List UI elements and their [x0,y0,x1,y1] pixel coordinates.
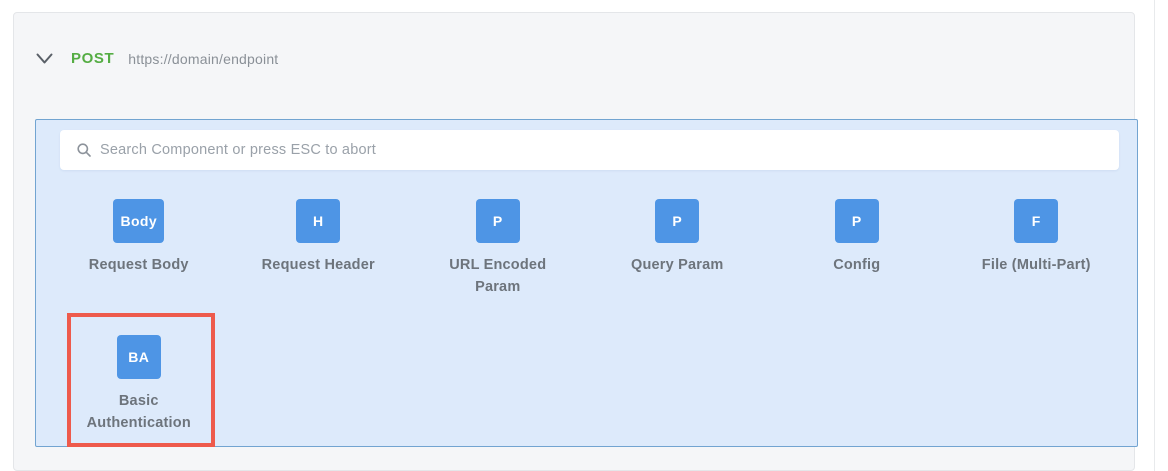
component-request-header[interactable]: H Request Header [229,199,409,298]
request-header: POST https://domain/endpoint [36,50,278,67]
query-param-label: Query Param [631,257,724,273]
component-basic-authentication[interactable]: BA Basic Authentication [49,335,229,434]
component-url-encoded-param[interactable]: P URL Encoded Param [408,199,588,298]
request-card: POST https://domain/endpoint Body Reques… [13,12,1138,471]
url-encoded-param-badge: P [475,199,520,243]
request-header-badge: H [296,199,341,243]
search-icon [77,143,91,157]
request-body-label: Request Body [88,257,189,273]
component-search [60,130,1119,170]
basic-authentication-badge: BA [116,335,161,379]
request-url: https://domain/endpoint [128,50,279,67]
config-badge: P [834,199,879,243]
component-grid-row2: BA Basic Authentication [49,335,1126,434]
component-grid-row1: Body Request Body H Request Header P URL… [49,199,1126,298]
file-multipart-label: File (Multi-Part) [981,257,1091,273]
request-body-badge: Body [113,199,165,243]
component-query-param[interactable]: P Query Param [588,199,768,298]
chevron-down-icon[interactable] [36,53,53,65]
component-request-body[interactable]: Body Request Body [49,199,229,298]
config-label: Config [833,257,881,273]
component-file-multipart[interactable]: F File (Multi-Part) [947,199,1127,298]
search-input[interactable] [100,142,1119,158]
query-param-badge: P [655,199,700,243]
right-divider [1154,0,1155,471]
request-header-label: Request Header [261,257,375,273]
url-encoded-param-label: URL Encoded Param [449,257,547,295]
component-config[interactable]: P Config [767,199,947,298]
request-method: POST [71,50,115,67]
basic-authentication-label: Basic Authentication [86,393,191,431]
component-picker-panel: Body Request Body H Request Header P URL… [35,119,1138,447]
file-multipart-badge: F [1014,199,1059,243]
